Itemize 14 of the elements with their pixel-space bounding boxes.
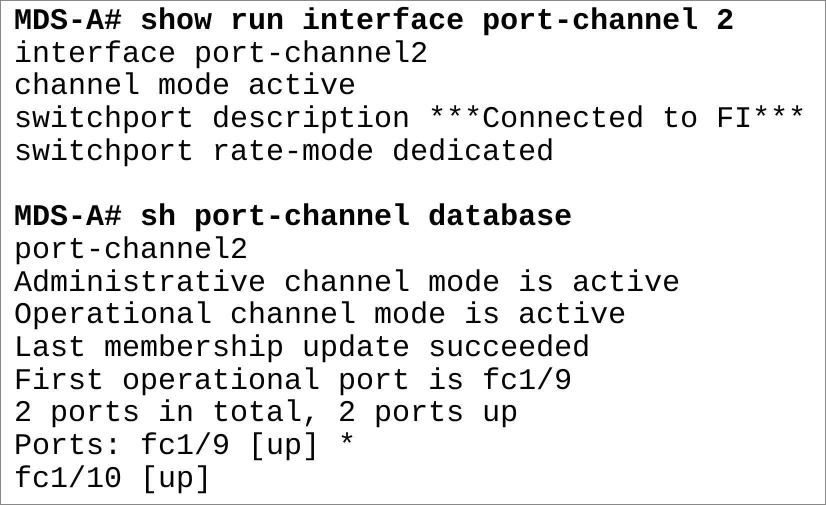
cli-output-line: switchport rate-mode dedicated (14, 136, 554, 169)
cli-output-line: interface port-channel2 (14, 38, 428, 71)
cli-output-line: Ports: fc1/9 [up] * (14, 431, 356, 464)
cli-output-line: Administrative channel mode is active (14, 268, 680, 300)
cli-output-line: switchport description ***Connected to FI*** (14, 104, 806, 136)
cli-command: MDS-A# show run interface port-channel 2 (14, 6, 734, 38)
cli-output-line: fc1/10 [up] (14, 464, 212, 496)
cli-output-line: port-channel2 (14, 234, 248, 267)
cli-output-line: channel mode active (14, 71, 356, 104)
cli-output-line: Last membership update succeeded (14, 333, 590, 365)
cli-output-line: 2 ports in total, 2 ports up (14, 398, 518, 430)
cli-output-line: Operational channel mode is active (14, 300, 626, 332)
cli-output-line: First operational port is fc1/9 (14, 366, 572, 398)
cli-command: MDS-A# sh port-channel database (14, 202, 572, 234)
